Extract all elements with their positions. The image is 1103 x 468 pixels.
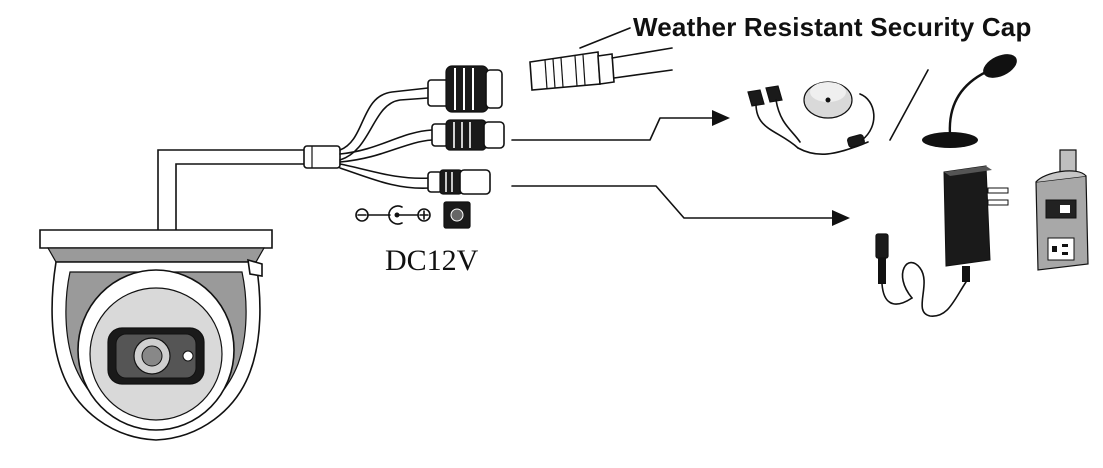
power-arrow — [511, 185, 850, 226]
power-spec-label: DC12V — [385, 244, 479, 277]
dome-camera-icon — [39, 149, 311, 441]
audio-connector — [431, 119, 505, 151]
microphone-icon — [747, 54, 1017, 155]
dc-power-connector — [427, 169, 491, 195]
power-adapter-icon — [875, 165, 1009, 317]
dc-polarity-symbol-icon — [355, 201, 471, 229]
network-connector — [427, 65, 503, 113]
security-cap-label: Weather Resistant Security Cap — [633, 12, 1032, 42]
cable-splitter — [303, 87, 433, 189]
security-cap-icon — [529, 27, 673, 91]
audio-arrow — [511, 110, 730, 141]
wall-outlet-icon — [1035, 149, 1089, 271]
